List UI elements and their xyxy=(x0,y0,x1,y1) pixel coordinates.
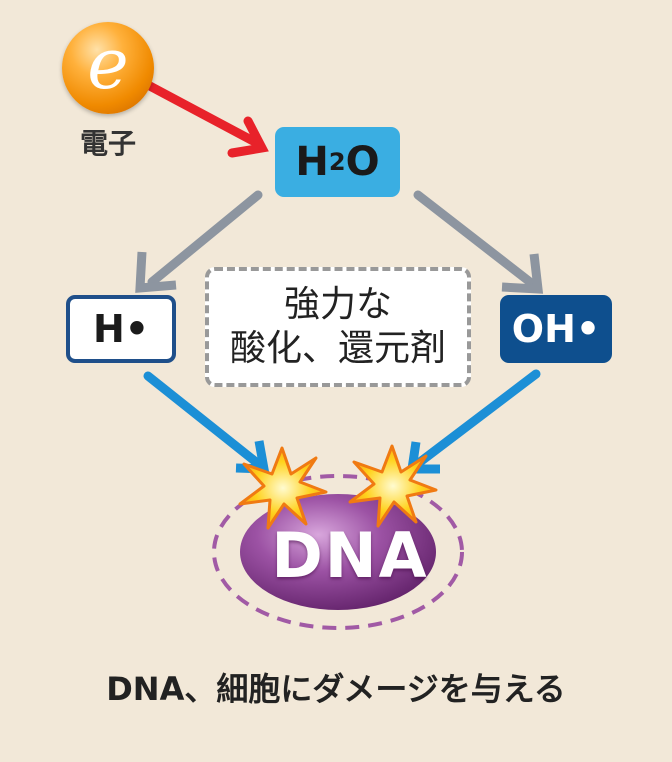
dna-label: DNA xyxy=(271,518,429,592)
oh-radical-label: OH• xyxy=(511,307,601,351)
h2o-main: H xyxy=(295,139,329,185)
caption: DNA、細胞にダメージを与える xyxy=(106,670,566,708)
electron-label: 電子 xyxy=(79,127,136,160)
burst-icon xyxy=(348,444,438,528)
burst-icon xyxy=(238,446,328,530)
blue-arrow-right xyxy=(406,369,541,474)
h2o-subscript: 2 xyxy=(328,148,346,176)
blue-arrow-left xyxy=(143,371,270,474)
oxidizer-line1: 強力な xyxy=(283,284,392,325)
electron-icon: e xyxy=(62,22,154,114)
oh-radical-node: OH• xyxy=(500,295,612,363)
dna-dashed-ring xyxy=(212,474,464,630)
dna-ellipse xyxy=(240,494,436,610)
electron-symbol: e xyxy=(87,23,129,105)
oxidizer-note: 強力な 酸化、還元剤 xyxy=(205,267,471,387)
h-radical-node: H• xyxy=(66,295,176,363)
electron-arrow xyxy=(143,80,269,158)
gray-arrow-left xyxy=(135,190,263,293)
oxidizer-line2: 酸化、還元剤 xyxy=(229,328,446,369)
h-radical-label: H• xyxy=(92,307,150,351)
gray-arrow-right xyxy=(413,190,544,294)
h2o-tail: O xyxy=(345,139,380,185)
